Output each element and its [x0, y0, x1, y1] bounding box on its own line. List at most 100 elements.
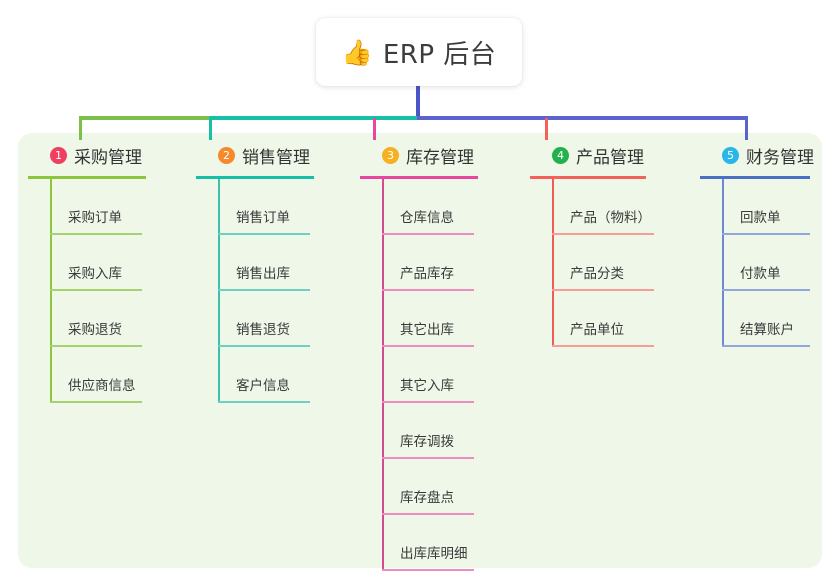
column-items-finance: 回款单付款单结算账户 — [722, 179, 814, 347]
menu-item-label: 销售订单 — [236, 210, 290, 226]
menu-item-label: 采购订单 — [68, 210, 122, 226]
menu-item-label: 销售退货 — [236, 322, 290, 338]
menu-item-rule — [382, 345, 474, 347]
column-items-inventory: 仓库信息产品库存其它出库其它入库库存调拨库存盘点出库库明细 — [382, 179, 478, 571]
column-number-badge: 4 — [552, 146, 569, 164]
menu-item-rule — [50, 345, 142, 347]
column-spine-line — [218, 179, 220, 403]
menu-item-label: 回款单 — [740, 210, 781, 226]
menu-item-label: 库存盘点 — [400, 490, 454, 506]
column-spine-line — [50, 179, 52, 403]
column-title-product: 产品管理 — [576, 147, 644, 168]
menu-item[interactable]: 采购入库 — [50, 235, 146, 291]
menu-item-rule — [218, 345, 310, 347]
menu-item-rule — [382, 233, 474, 235]
menu-item-rule — [218, 401, 310, 403]
column-number-badge: 2 — [218, 146, 235, 164]
teal-segment — [209, 116, 417, 120]
menu-item-label: 其它入库 — [400, 378, 454, 394]
column-header-rule — [360, 176, 478, 179]
column-spine-line — [552, 179, 554, 347]
menu-item-label: 销售出库 — [236, 266, 290, 282]
root-node-erp-backend[interactable]: 👍 ERP 后台 — [316, 18, 522, 86]
menu-item[interactable]: 产品（物料） — [552, 179, 654, 235]
menu-item-rule — [722, 345, 810, 347]
menu-item-label: 其它出库 — [400, 322, 454, 338]
column-number-badge: 1 — [50, 146, 67, 164]
menu-item-rule — [552, 345, 654, 347]
menu-item-rule — [382, 569, 474, 571]
column-sales: 2 销售管理销售订单销售出库销售退货客户信息 — [196, 143, 314, 403]
menu-item-rule — [50, 401, 142, 403]
menu-item-label: 结算账户 — [740, 322, 794, 338]
menu-item[interactable]: 产品库存 — [382, 235, 478, 291]
menu-item[interactable]: 采购退货 — [50, 291, 146, 347]
column-header-rule — [530, 176, 646, 179]
column-purchase: 1 采购管理采购订单采购入库采购退货供应商信息 — [28, 143, 146, 403]
menu-item-rule — [218, 233, 310, 235]
menu-item[interactable]: 库存盘点 — [382, 459, 478, 515]
menu-item[interactable]: 采购订单 — [50, 179, 146, 235]
menu-item-label: 付款单 — [740, 266, 781, 282]
menu-item[interactable]: 客户信息 — [218, 347, 314, 403]
column-items-product: 产品（物料） 产品分类产品单位 — [552, 179, 654, 347]
menu-item[interactable]: 其它入库 — [382, 347, 478, 403]
menu-item[interactable]: 产品单位 — [552, 291, 654, 347]
column-title-sales: 销售管理 — [242, 147, 310, 168]
green-segment — [79, 116, 209, 120]
menu-item[interactable]: 出库库明细 — [382, 515, 478, 571]
menu-item[interactable]: 供应商信息 — [50, 347, 146, 403]
menu-item-rule — [382, 457, 474, 459]
menu-item-rule — [218, 289, 310, 291]
menu-item[interactable]: 仓库信息 — [382, 179, 478, 235]
menu-item-label: 产品分类 — [570, 266, 624, 282]
column-title-inventory: 库存管理 — [406, 147, 474, 168]
drop-product — [545, 118, 548, 140]
column-title-finance: 财务管理 — [746, 147, 814, 168]
menu-item[interactable]: 其它出库 — [382, 291, 478, 347]
menu-item-rule — [552, 289, 654, 291]
menu-item-rule — [552, 233, 654, 235]
menu-item[interactable]: 库存调拨 — [382, 403, 478, 459]
menu-item-label: 采购退货 — [68, 322, 122, 338]
menu-item-rule — [722, 233, 810, 235]
column-header-rule — [700, 176, 810, 179]
trunk-connector-line — [416, 80, 420, 118]
drop-sales — [209, 118, 212, 140]
menu-item-rule — [50, 289, 142, 291]
menu-item-rule — [382, 289, 474, 291]
menu-item-rule — [382, 513, 474, 515]
menu-item[interactable]: 销售退货 — [218, 291, 314, 347]
menu-item-rule — [722, 289, 810, 291]
thumbs-up-icon: 👍 — [341, 37, 373, 67]
menu-item-label: 库存调拨 — [400, 434, 454, 450]
menu-item[interactable]: 销售出库 — [218, 235, 314, 291]
column-title-purchase: 采购管理 — [74, 147, 142, 168]
diagram-background-panel — [18, 133, 822, 568]
column-items-purchase: 采购订单采购入库采购退货供应商信息 — [50, 179, 146, 403]
menu-item-label: 采购入库 — [68, 266, 122, 282]
column-items-sales: 销售订单销售出库销售退货客户信息 — [218, 179, 314, 403]
menu-item-label: 产品（物料） — [570, 210, 651, 226]
column-header-rule — [28, 176, 146, 179]
menu-item[interactable]: 销售订单 — [218, 179, 314, 235]
column-header-purchase[interactable]: 1 采购管理 — [28, 143, 146, 168]
menu-item-label: 产品单位 — [570, 322, 624, 338]
menu-item[interactable]: 产品分类 — [552, 235, 654, 291]
menu-item-label: 产品库存 — [400, 266, 454, 282]
column-header-product[interactable]: 4 产品管理 — [530, 143, 646, 168]
menu-item-rule — [382, 401, 474, 403]
column-spine-line — [382, 179, 384, 571]
root-node-title: ERP 后台 — [382, 39, 497, 70]
column-header-rule — [196, 176, 314, 179]
menu-item[interactable]: 付款单 — [722, 235, 814, 291]
menu-item-label: 出库库明细 — [400, 546, 468, 562]
menu-item[interactable]: 回款单 — [722, 179, 814, 235]
menu-item[interactable]: 结算账户 — [722, 291, 814, 347]
menu-item-rule — [50, 233, 142, 235]
column-header-sales[interactable]: 2 销售管理 — [196, 143, 314, 168]
